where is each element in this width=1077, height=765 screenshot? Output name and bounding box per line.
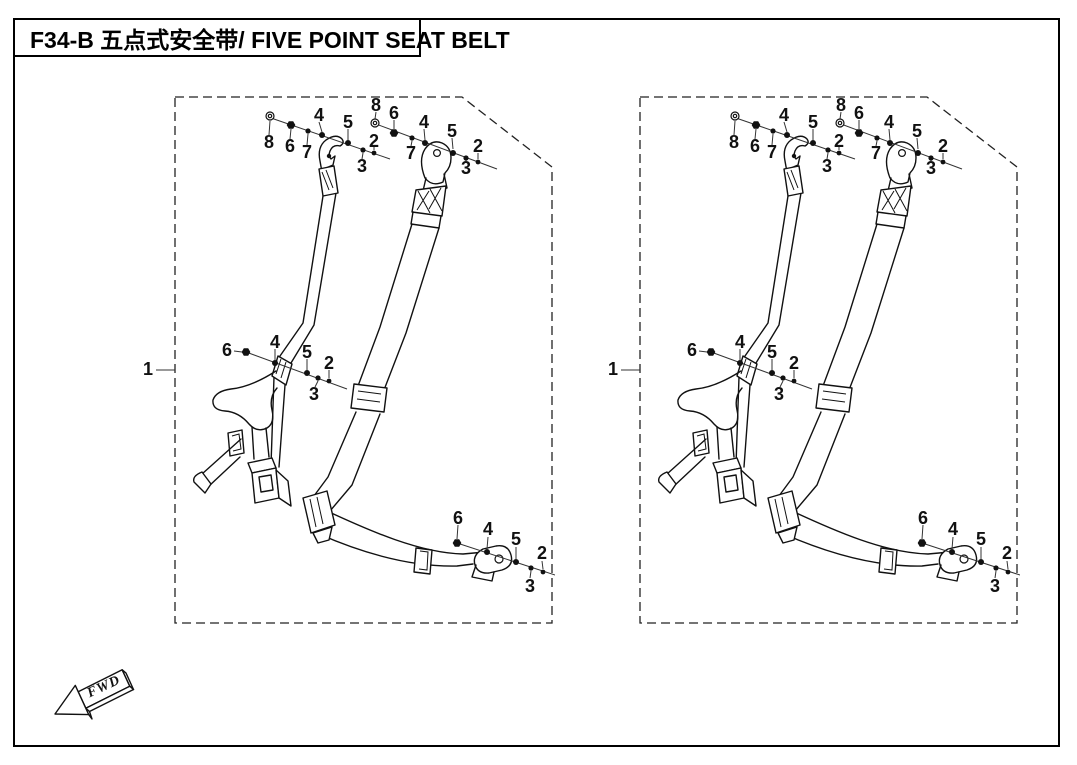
seat-belt-diagram-instance <box>607 94 1020 624</box>
diagram-panel-left <box>142 94 555 624</box>
diagram-panel-right <box>607 94 1020 624</box>
page-border <box>13 18 1060 747</box>
seat-belt-diagram-instance <box>142 94 555 624</box>
fwd-arrow: FWD <box>54 669 135 720</box>
title-box: F34-B 五点式安全带/ FIVE POINT SEAT BELT <box>13 18 510 57</box>
fwd-arrow-icon: FWD <box>54 669 135 720</box>
page-title: F34-B 五点式安全带/ FIVE POINT SEAT BELT <box>30 26 510 53</box>
